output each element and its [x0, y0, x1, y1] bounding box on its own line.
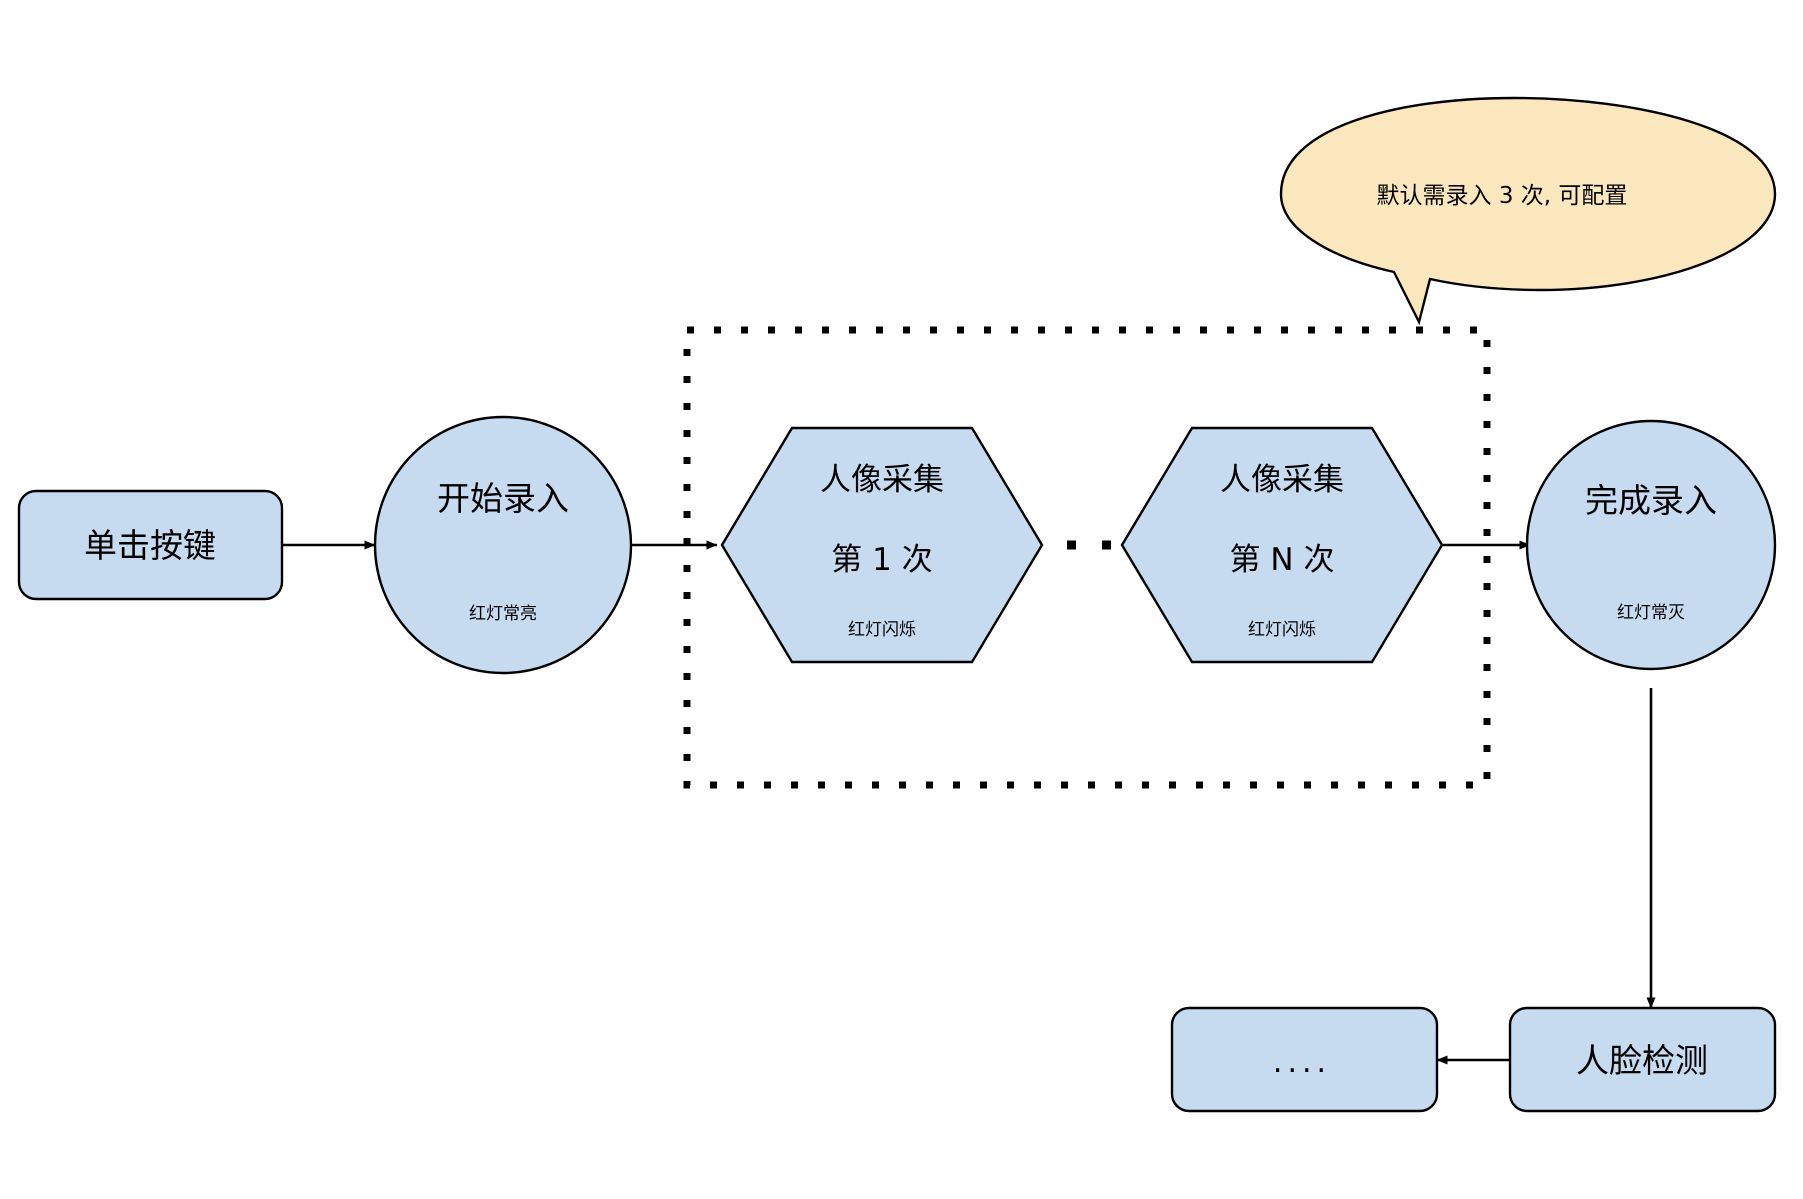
- capture-first-label: 人像采集: [820, 462, 944, 498]
- click-key-shape[interactable]: [17, 489, 284, 601]
- node-more-steps[interactable]: ....: [1170, 1006, 1439, 1113]
- finish-enroll-shape[interactable]: [1525, 419, 1777, 671]
- start-enroll-shape[interactable]: [373, 415, 633, 675]
- callout-bubble-shape[interactable]: [1279, 96, 1777, 326]
- capture-nth-label-2: 第 N 次: [1230, 542, 1335, 578]
- click-key-label: 单击按键: [84, 526, 216, 565]
- capture-first-label-2: 第 1 次: [831, 542, 932, 578]
- capture-first-shape[interactable]: [720, 426, 1044, 664]
- capture-nth-sublabel: 红灯闪烁: [1248, 620, 1316, 640]
- finish-enroll-sublabel: 红灯常灭: [1617, 603, 1685, 623]
- face-detect-label: 人脸检测: [1576, 1041, 1708, 1080]
- face-detect-shape[interactable]: [1508, 1006, 1777, 1113]
- more-steps-label: ....: [1273, 1045, 1331, 1080]
- node-capture-first[interactable]: 人像采集 第 1 次 红灯闪烁: [720, 426, 1044, 664]
- repeat-count-callout[interactable]: 默认需录入 3 次, 可配置: [1279, 96, 1777, 326]
- start-enroll-sublabel: 红灯常亮: [469, 604, 537, 624]
- node-capture-nth[interactable]: 人像采集 第 N 次 红灯闪烁: [1120, 426, 1444, 664]
- node-click-key[interactable]: 单击按键: [17, 489, 284, 601]
- start-enroll-label: 开始录入: [437, 479, 569, 518]
- callout-text: 默认需录入 3 次, 可配置: [1377, 183, 1628, 209]
- capture-first-sublabel: 红灯闪烁: [848, 620, 916, 640]
- node-finish-enroll[interactable]: 完成录入 红灯常灭: [1525, 419, 1777, 671]
- finish-enroll-label: 完成录入: [1585, 481, 1717, 520]
- more-steps-shape[interactable]: [1170, 1006, 1439, 1113]
- node-face-detect[interactable]: 人脸检测: [1508, 1006, 1777, 1113]
- capture-nth-label: 人像采集: [1220, 462, 1344, 498]
- capture-loop-group-border: [683, 326, 1491, 789]
- node-start-enroll[interactable]: 开始录入 红灯常亮: [373, 415, 633, 675]
- capture-nth-shape[interactable]: [1120, 426, 1444, 664]
